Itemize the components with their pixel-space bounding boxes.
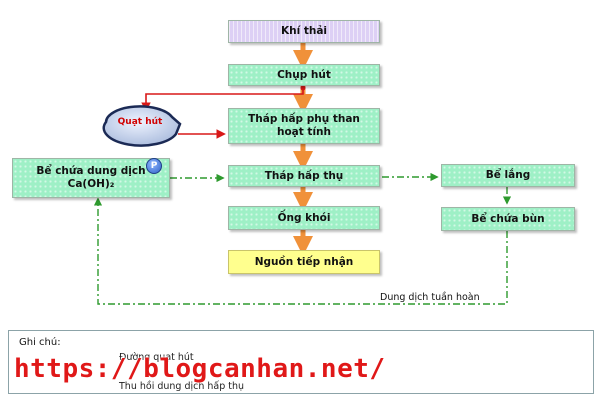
- node-thap-hap-thu-label: Tháp hấp thụ: [264, 169, 344, 182]
- node-khi-thai-label: Khí thải: [280, 25, 328, 37]
- node-be-chua-bun-label: Bể chứa bùn: [471, 212, 545, 225]
- fan-line-out: [141, 87, 304, 112]
- node-be-chua-bun: Bể chứa bùn: [441, 207, 575, 231]
- node-nguon-tiep-nhan-label: Nguồn tiếp nhận: [254, 255, 354, 268]
- solution-recovery-lines: [93, 172, 512, 305]
- node-khi-thai: Khí thải: [228, 20, 380, 43]
- recirculation-label: Dung dịch tuần hoàn: [380, 292, 480, 303]
- legend-box: Ghi chú: Đường quạt hút Thu hồi dung dịc…: [8, 330, 594, 394]
- fan-label: Quạt hút: [117, 117, 163, 127]
- node-thap-hap-phu-line1: Tháp hấp phụ than: [248, 113, 360, 125]
- node-be-chua-dd-line1: Bể chứa dung dịch: [36, 165, 146, 177]
- node-thap-hap-phu: Tháp hấp phụ than hoạt tính: [228, 108, 380, 144]
- node-be-chua-dung-dich: Bể chứa dung dịch Ca(OH)₂: [12, 158, 170, 198]
- fan-suction-lines: [102, 85, 306, 147]
- legend-item-recovery: Thu hồi dung dịch hấp thụ: [119, 381, 245, 392]
- pump-icon: P: [146, 158, 162, 174]
- watermark-url: https://blogcanhan.net/: [14, 354, 386, 384]
- node-chup-hut: Chụp hút: [228, 64, 380, 86]
- legend-item-fan: Đường quạt hút: [119, 352, 194, 363]
- recycle-return-loop: [93, 197, 508, 305]
- node-thap-hap-thu: Tháp hấp thụ: [228, 165, 380, 187]
- fan-line-junction: [300, 85, 306, 91]
- fan-icon: [102, 105, 182, 147]
- node-be-lang: Bể lắng: [441, 164, 575, 187]
- legend-title: Ghi chú:: [19, 337, 61, 348]
- node-thap-hap-phu-line2: hoạt tính: [276, 126, 332, 138]
- pump-symbol: P: [150, 161, 158, 171]
- node-be-lang-label: Bể lắng: [485, 169, 531, 181]
- node-ong-khoi-label: Ống khói: [277, 211, 331, 224]
- node-ong-khoi: Ống khói: [228, 206, 380, 230]
- node-chup-hut-label: Chụp hút: [277, 68, 331, 81]
- node-be-chua-dd-line2: Ca(OH)₂: [67, 178, 115, 190]
- node-nguon-tiep-nhan: Nguồn tiếp nhận: [228, 250, 380, 274]
